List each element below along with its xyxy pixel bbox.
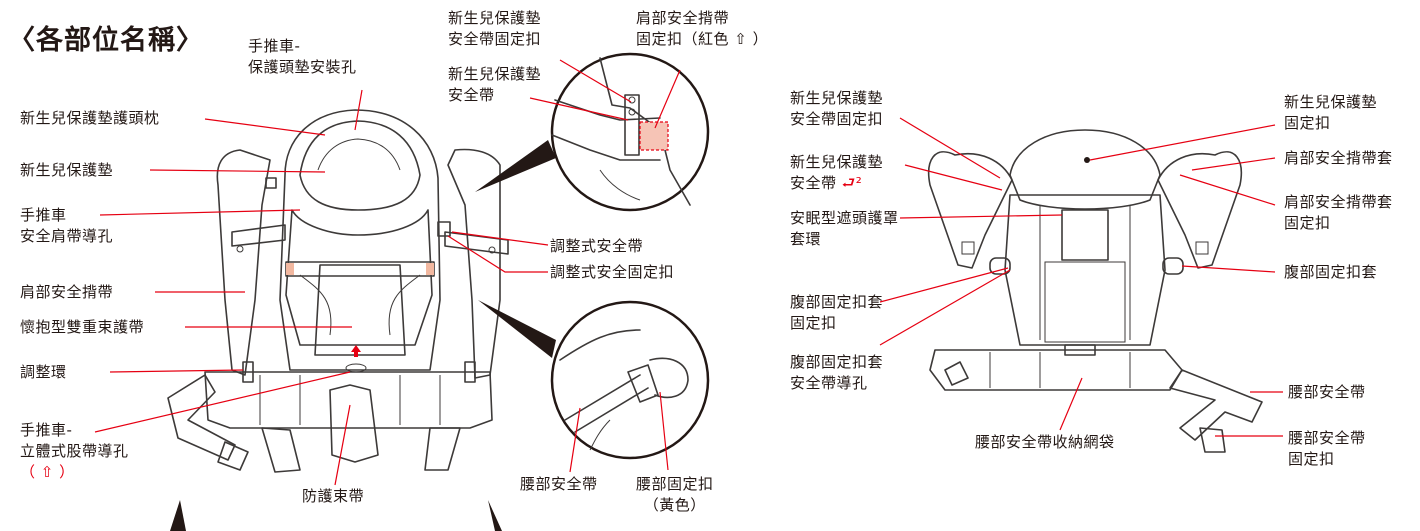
- label-line: 腰部固定扣: [636, 475, 714, 493]
- label-line: 固定扣: [1288, 450, 1335, 468]
- label-line: 安全帶導孔: [790, 374, 868, 392]
- label-line: 新生兒保護墊: [1284, 93, 1378, 111]
- label-waist-cover-hole: 腹部固定扣套 安全帶導孔: [790, 352, 883, 394]
- label-line: 固定扣（紅色 ⇧ ）: [636, 30, 769, 48]
- label-back-newborn-buckle: 新生兒保護墊 安全帶固定扣: [790, 88, 883, 130]
- label-newborn-belt-buckle: 新生兒保護墊 安全帶固定扣: [448, 8, 541, 50]
- label-line: 腰部安全帶: [1288, 429, 1366, 447]
- label-crotch-hole: 手推車- 立體式股帶導孔 （ ⇧ ）: [20, 420, 129, 483]
- zoom-circle-bottom: [478, 300, 710, 460]
- label-line: 安全肩帶導孔: [20, 227, 114, 245]
- label-line: （ ⇧ ）: [20, 463, 75, 481]
- label-line: 新生兒保護墊: [790, 89, 884, 107]
- label-line: 立體式股帶導孔: [20, 442, 129, 460]
- label-line: 安全帶固定扣: [448, 30, 542, 48]
- label-shoulder-strap: 肩部安全揹帶: [20, 283, 114, 301]
- label-stroller-head-pad-hole: 手推車- 保護頭墊安裝孔: [248, 36, 357, 78]
- label-line: 安全帶: [790, 174, 837, 192]
- label-double-belt: 懷抱型雙重束護帶: [20, 318, 145, 336]
- label-line: 手推車: [20, 206, 67, 224]
- label-back-newborn-belt: 新生兒保護墊 安全帶 ⮐²: [790, 152, 883, 194]
- label-newborn-headrest: 新生兒保護墊護頭枕: [20, 109, 160, 127]
- label-line: 肩部安全揹帶: [636, 9, 730, 27]
- label-line: 固定扣: [1284, 114, 1331, 132]
- label-line: 安全帶: [448, 86, 495, 104]
- label-adjustable-belt: 調整式安全帶: [550, 237, 644, 255]
- label-net-pocket: 腰部安全帶收納網袋: [975, 433, 1115, 451]
- return-mark-icon: ⮐²: [841, 174, 863, 192]
- label-line: （黃色）: [643, 496, 706, 514]
- zoom-circle-top: [475, 52, 710, 212]
- label-line: 手推車-: [248, 37, 301, 55]
- label-shoulder-cover: 肩部安全揹帶套: [1284, 149, 1393, 167]
- back-carrier-drawing: [928, 129, 1263, 453]
- label-waist-buckle: 腰部固定扣 （黃色）: [636, 474, 714, 516]
- label-newborn-belt: 新生兒保護墊 安全帶: [448, 64, 541, 106]
- label-line: 安眠型遮頭護罩: [790, 209, 899, 227]
- label-newborn-pad: 新生兒保護墊: [20, 161, 114, 179]
- label-line: 新生兒保護墊: [790, 153, 884, 171]
- label-line: 固定扣: [790, 314, 837, 332]
- front-carrier-drawing: [167, 109, 509, 473]
- label-line: 新生兒保護墊: [448, 65, 542, 83]
- label-line: 套環: [790, 230, 822, 248]
- label-adjust-ring: 調整環: [20, 363, 67, 381]
- label-line: 肩部安全揹帶套: [1284, 193, 1393, 211]
- label-protect-belt: 防護束帶: [302, 487, 365, 505]
- label-waist-belt-front: 腰部安全帶: [520, 475, 598, 493]
- label-newborn-fix-buckle: 新生兒保護墊 固定扣: [1284, 92, 1377, 134]
- label-line: 腹部固定扣套: [790, 293, 884, 311]
- label-line: 新生兒保護墊: [448, 9, 542, 27]
- label-adjustable-buckle: 調整式安全固定扣: [550, 263, 675, 281]
- page-title: 〈各部位名稱〉: [8, 25, 204, 56]
- label-shoulder-cover-buckle: 肩部安全揹帶套 固定扣: [1284, 192, 1393, 234]
- label-stroller-shoulder-hole: 手推車 安全肩帶導孔: [20, 205, 113, 247]
- label-line: 手推車-: [20, 421, 73, 439]
- label-back-waist-belt: 腰部安全帶: [1288, 383, 1366, 401]
- label-waist-cover-buckle: 腹部固定扣套 固定扣: [790, 292, 883, 334]
- label-sleep-hood-loop: 安眠型遮頭護罩 套環: [790, 208, 899, 250]
- label-line: 腹部固定扣套: [790, 353, 884, 371]
- leader-lines: [94, 59, 1283, 486]
- label-shoulder-strap-buckle: 肩部安全揹帶 固定扣（紅色 ⇧ ）: [636, 8, 768, 50]
- label-line: 固定扣: [1284, 214, 1331, 232]
- label-line: 保護頭墊安裝孔: [248, 58, 357, 76]
- label-line: 安全帶固定扣: [790, 110, 884, 128]
- label-waist-cover: 腹部固定扣套: [1284, 263, 1378, 281]
- label-waist-belt-buckle: 腰部安全帶 固定扣: [1288, 428, 1366, 470]
